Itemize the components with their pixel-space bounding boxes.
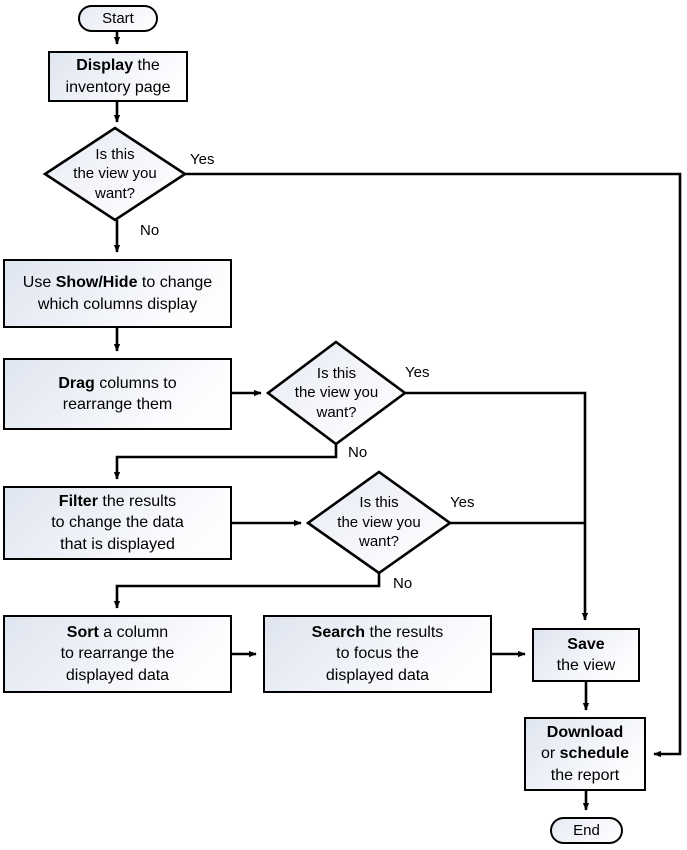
node-decision2-line3: want? — [316, 403, 357, 421]
edge-label-yes-2: Yes — [405, 364, 430, 381]
node-download-bold: Download — [546, 724, 624, 742]
node-filter-rest: the results — [97, 493, 177, 511]
node-decision3[interactable]: Is this the view you want? — [308, 472, 450, 573]
edge-decision3-no — [113, 573, 381, 609]
node-save[interactable]: Save the view — [532, 628, 640, 682]
node-drag-bold: Drag — [58, 374, 95, 392]
node-download-pre2: or — [540, 745, 560, 763]
node-sort-text: Sort a column to rearrange the displayed… — [61, 622, 175, 685]
node-search-line3: displayed data — [325, 666, 430, 684]
node-showhide-bold: Show/Hide — [55, 274, 138, 292]
node-decision3-line2: the view you — [337, 513, 421, 531]
node-decision2[interactable]: Is this the view you want? — [268, 342, 405, 444]
node-sort[interactable]: Sort a column to rearrange the displayed… — [3, 615, 232, 693]
edge-decision2-no — [113, 444, 338, 480]
node-sort-line2: to rearrange the — [60, 645, 175, 663]
node-download-text: Download or schedule the report — [541, 722, 629, 785]
node-filter-text: Filter the results to change the data th… — [51, 491, 184, 554]
node-filter[interactable]: Filter the results to change the data th… — [3, 486, 232, 560]
node-filter-line3: that is displayed — [60, 535, 175, 553]
node-download-line3: the report — [550, 766, 620, 784]
node-sort-line3: displayed data — [65, 666, 170, 684]
node-save-text: Save the view — [557, 634, 616, 676]
node-decision2-line1: Is this — [316, 364, 357, 382]
node-decision2-text: Is this the view you want? — [268, 364, 405, 423]
node-decision1[interactable]: Is this the view you want? — [45, 128, 185, 220]
node-save-bold: Save — [567, 635, 605, 653]
node-search-text: Search the results to focus the displaye… — [312, 622, 444, 685]
node-drag-line2: rearrange them — [62, 396, 173, 413]
edge-label-no-3: No — [393, 575, 413, 592]
node-search[interactable]: Search the results to focus the displaye… — [263, 615, 492, 693]
edge-label-no-1: No — [140, 222, 160, 239]
node-showhide-line2: which columns display — [37, 295, 198, 313]
node-display-text: Display the inventory page — [66, 55, 171, 97]
node-decision3-line1: Is this — [359, 494, 399, 512]
node-display-bold: Display — [76, 57, 134, 75]
node-start-label: Start — [102, 9, 134, 27]
node-end-label: End — [573, 821, 600, 839]
node-showhide-post: to change — [137, 274, 213, 292]
node-decision3-text: Is this the view you want? — [308, 493, 450, 552]
node-end[interactable]: End — [550, 817, 623, 844]
node-sort-bold: Sort — [66, 624, 99, 642]
node-filter-bold: Filter — [58, 493, 98, 511]
node-display-rest: the — [133, 57, 160, 75]
node-download-bold2: schedule — [559, 745, 630, 763]
node-decision2-line2: the view you — [294, 384, 379, 402]
node-download[interactable]: Download or schedule the report — [524, 717, 646, 791]
node-filter-line2: to change the data — [51, 514, 184, 532]
node-drag[interactable]: Drag columns to rearrange them — [3, 358, 232, 430]
edge-label-yes-1: Yes — [190, 151, 215, 168]
node-sort-rest: a column — [98, 624, 169, 642]
node-showhide-text: Use Show/Hide to change which columns di… — [23, 272, 212, 314]
node-showhide-pre: Use — [22, 274, 56, 292]
node-display[interactable]: Display the inventory page — [48, 51, 188, 102]
node-showhide[interactable]: Use Show/Hide to change which columns di… — [3, 259, 232, 328]
node-search-rest: the results — [365, 624, 444, 642]
node-decision1-line2: the view you — [73, 165, 157, 183]
node-display-line2: inventory page — [65, 78, 171, 96]
node-search-bold: Search — [311, 624, 366, 642]
node-search-line2: to focus the — [336, 645, 419, 663]
node-decision1-text: Is this the view you want? — [45, 145, 185, 204]
node-decision1-line3: want? — [94, 184, 136, 202]
node-drag-text: Drag columns to rearrange them — [58, 373, 176, 415]
node-save-line2: the view — [556, 657, 616, 674]
node-start[interactable]: Start — [78, 5, 158, 32]
edge-label-no-2: No — [348, 444, 368, 461]
node-decision3-line3: want? — [358, 533, 400, 551]
edge-label-yes-3: Yes — [450, 494, 475, 511]
node-decision1-line1: Is this — [95, 145, 135, 163]
node-drag-rest: columns to — [94, 374, 177, 392]
